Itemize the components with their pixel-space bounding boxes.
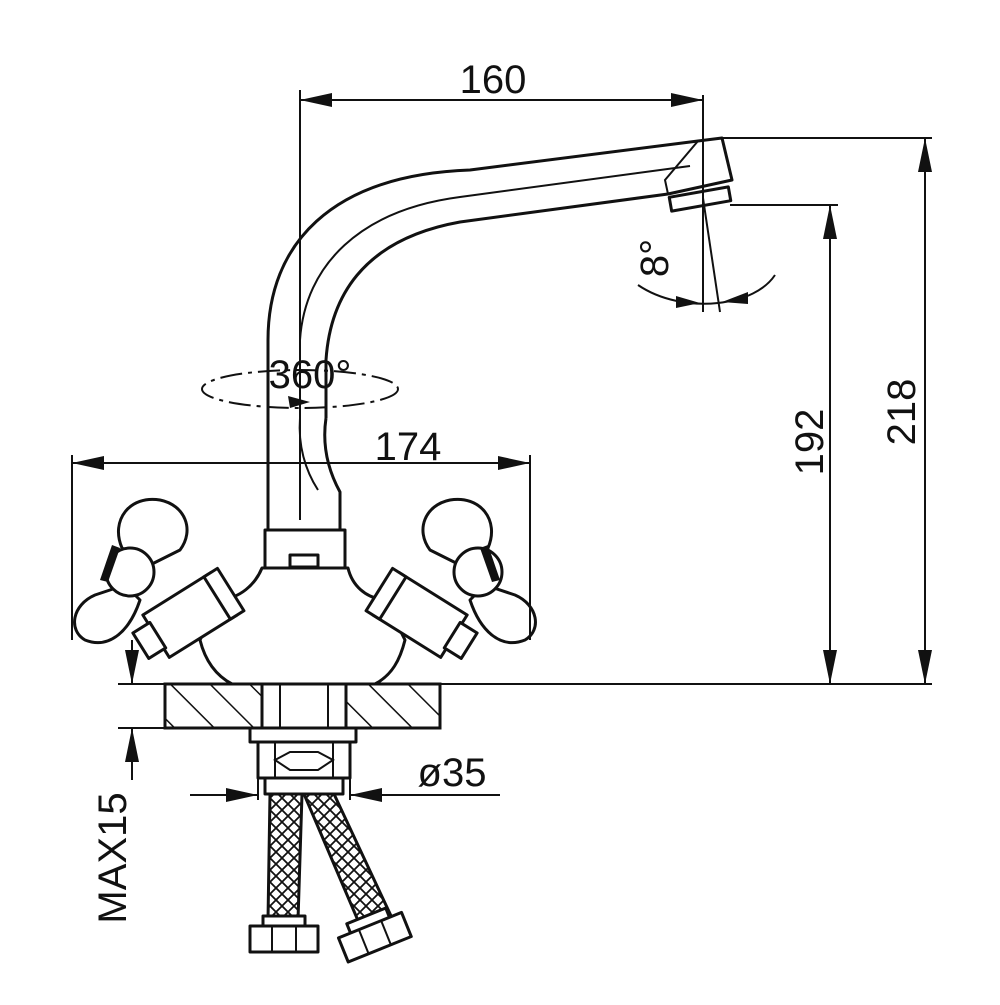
dimension-max-countertop — [125, 640, 139, 780]
label-spout-reach: 160 — [460, 58, 527, 102]
hose-fitting-left — [248, 914, 320, 954]
dimension-spout-reach — [300, 93, 704, 205]
tilt-angle-indicator — [637, 197, 776, 313]
right-valve — [364, 566, 479, 660]
dimension-hole-diameter — [190, 742, 500, 802]
label-spout-height: 192 — [788, 409, 832, 476]
dimension-total-height — [722, 137, 932, 684]
label-rotation: 360° — [269, 353, 352, 397]
label-handle-span: 174 — [375, 425, 442, 469]
dimension-handle-span — [71, 455, 531, 640]
dimension-spout-height — [730, 204, 838, 684]
left-valve — [131, 566, 246, 660]
spout — [266, 136, 734, 532]
left-cross-handle — [73, 497, 189, 645]
label-tilt: 8° — [633, 239, 677, 277]
hose-fitting-right — [336, 906, 413, 964]
label-max-countertop: MAX15 — [91, 792, 135, 923]
rotation-indicator — [201, 90, 399, 520]
label-total-height: 218 — [880, 379, 924, 446]
faucet-body — [198, 528, 407, 686]
countertop-section — [118, 682, 932, 730]
label-hole-diameter: ø35 — [418, 751, 487, 795]
supply-hoses — [248, 792, 413, 964]
mounting-nut — [248, 726, 358, 796]
right-cross-handle — [421, 497, 537, 645]
